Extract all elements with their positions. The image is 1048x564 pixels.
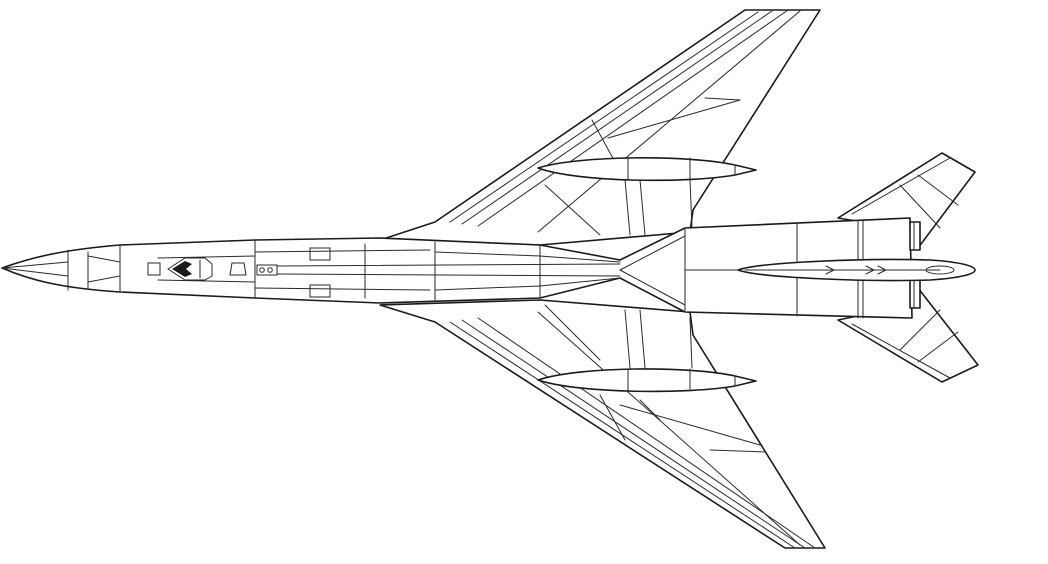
lower-wing	[379, 299, 826, 549]
lower-engine-pod	[537, 368, 757, 393]
upper-wing	[379, 9, 821, 246]
vertical-fin	[737, 258, 976, 282]
upper-engine-pod	[537, 157, 757, 182]
fuselage	[1, 217, 921, 319]
